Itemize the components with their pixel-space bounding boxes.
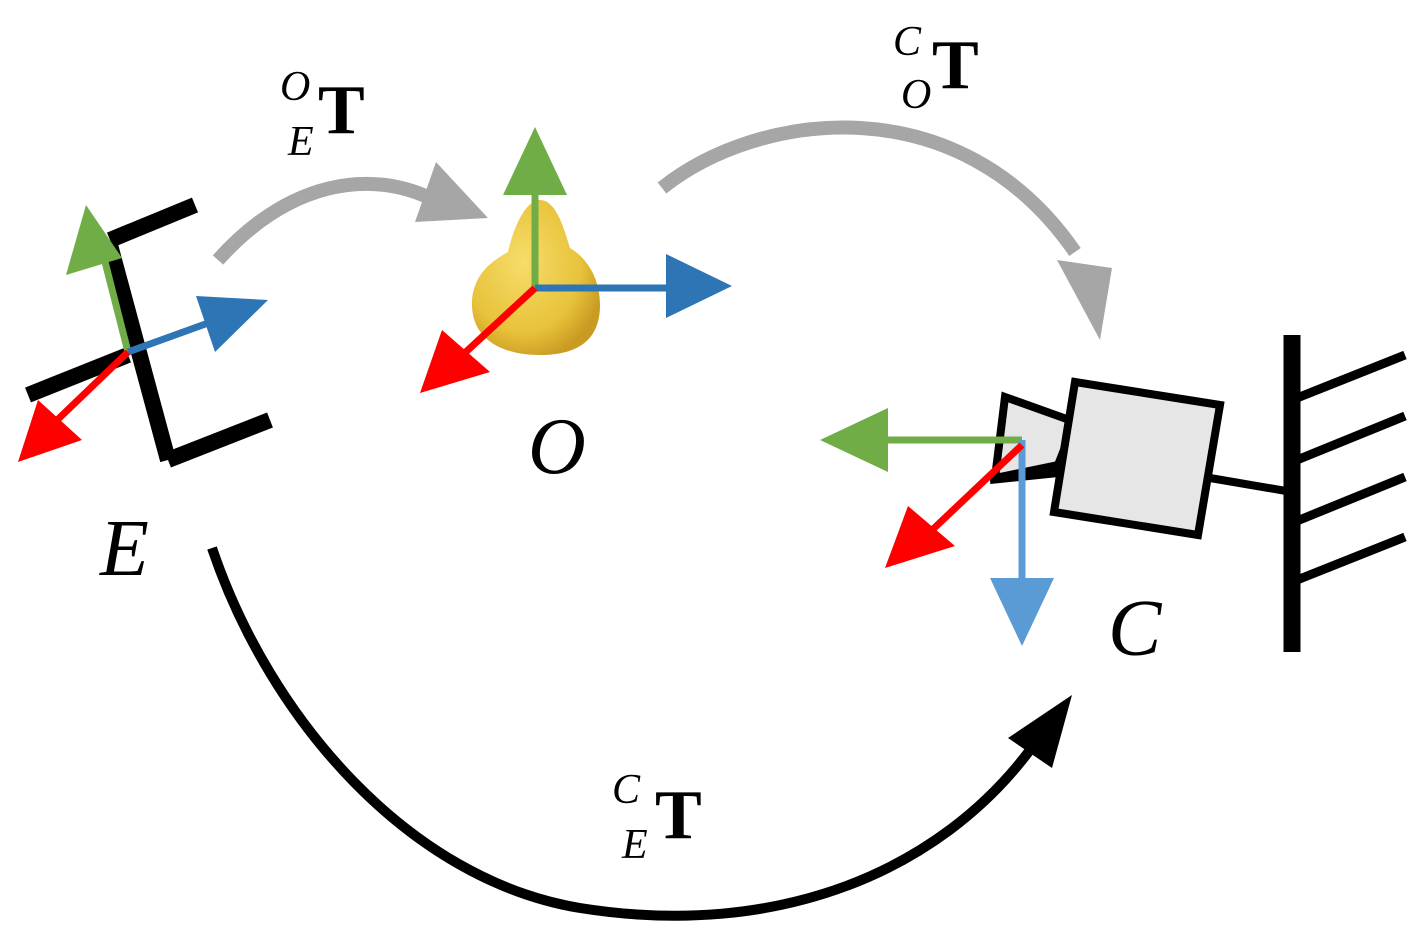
transform-arrow-o-to-c xyxy=(657,120,1112,340)
camera-z-arrowhead xyxy=(885,506,955,568)
transform-arrow-e-to-o xyxy=(212,162,488,265)
camera-x-arrowhead xyxy=(990,578,1054,646)
transform-e-to-o-subscript: E xyxy=(287,119,314,165)
gripper-y-axis xyxy=(98,249,132,353)
gripper-x-arrowhead xyxy=(196,296,268,352)
object-y-arrowhead xyxy=(503,127,567,195)
camera-frame-axes xyxy=(820,408,1054,646)
transform-label-e-to-c: C E T xyxy=(612,767,702,868)
gripper-icon xyxy=(25,197,273,468)
object-frame-label: O xyxy=(528,403,586,491)
object-x-arrowhead xyxy=(666,254,732,318)
transform-label-o-to-c: C O T xyxy=(893,19,979,118)
gripper-z-axis xyxy=(49,349,131,428)
object-z-axis xyxy=(452,285,538,365)
camera-z-axis xyxy=(927,442,1025,535)
camera-mount-icon xyxy=(1209,335,1407,652)
object-frame-axes xyxy=(420,127,732,393)
camera-frame-label: C xyxy=(1108,585,1163,673)
transform-o-to-c-symbol: T xyxy=(932,27,979,104)
gripper-frame-axes xyxy=(18,205,268,462)
gripper-y-arrowhead xyxy=(66,205,122,275)
transform-e-to-c-symbol: T xyxy=(655,777,702,854)
camera-y-arrowhead xyxy=(820,408,888,472)
transform-label-e-to-o: O E T xyxy=(280,64,365,165)
transform-o-to-c-subscript: O xyxy=(901,72,931,118)
transform-e-to-c-superscript: C xyxy=(612,767,641,813)
transform-e-to-c-subscript: E xyxy=(621,822,648,868)
gripper-z-arrowhead xyxy=(18,400,82,462)
gripper-frame-label: E xyxy=(99,505,149,593)
transform-arrow-e-to-c xyxy=(207,546,1072,921)
transform-o-to-c-superscript: C xyxy=(893,19,922,65)
transform-e-to-o-superscript: O xyxy=(280,64,310,110)
transform-e-to-o-symbol: T xyxy=(318,72,365,149)
object-z-arrowhead xyxy=(420,330,490,393)
